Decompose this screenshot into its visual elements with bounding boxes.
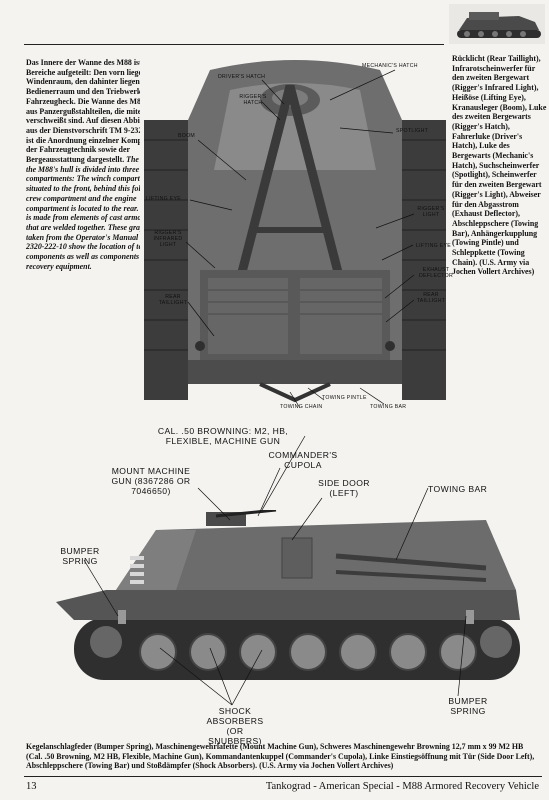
intro-german: Das Innere der Wanne des M88 ist in drei… (26, 58, 174, 165)
label-riggers-hatch: RIGGER'S HATCH (239, 94, 267, 106)
header-rule (24, 44, 444, 45)
label-side-door: SIDE DOOR (LEFT) (318, 478, 370, 498)
label-exhaust-deflector: EXHAUST DEFLECTOR (418, 267, 454, 279)
right-caption-text: Rücklicht (Rear Taillight), Infrarotsche… (452, 54, 547, 267)
label-lifting-eye-left: LIFTING EYE (146, 196, 182, 202)
bottom-caption: Kegelanschlagfeder (Bumper Spring), Masc… (26, 742, 535, 771)
label-towing-chain: TOWING CHAIN (280, 404, 323, 410)
label-cal50-browning: CAL. .50 BROWNING: M2, HB, FLEXIBLE, MAC… (157, 426, 289, 446)
label-towing-pintle: TOWING PINTLE (322, 395, 367, 401)
label-lifting-eye-right: LIFTING EYE (416, 243, 452, 249)
running-title: Tankograd - American Special - M88 Armor… (265, 781, 539, 792)
label-towing-bar-side: TOWING BAR (428, 484, 488, 494)
top-view-photo (140, 50, 450, 408)
footer-rule (24, 776, 542, 777)
label-mount-machine-gun: MOUNT MACHINE GUN (8367286 OR 7046650) (111, 466, 191, 496)
label-boom: BOOM (178, 133, 196, 139)
label-bumper-spring-right: BUMPER SPRING (448, 696, 488, 716)
label-bumper-spring-left: BUMPER SPRING (60, 546, 100, 566)
label-rear-taillight-left: REAR TAILLIGHT (158, 294, 188, 306)
label-towing-bar-top: TOWING BAR (370, 404, 407, 410)
label-spotlight: SPOTLIGHT (396, 128, 429, 134)
label-commanders-cupola: COMMANDER'S CUPOLA (268, 450, 338, 470)
right-caption-credit: (U.S. Army via Jochen Vollert Archives) (452, 257, 535, 277)
side-view-photo (46, 510, 524, 692)
intro-caption: Das Innere der Wanne des M88 ist in drei… (26, 58, 174, 271)
page-number: 13 (26, 781, 37, 792)
label-riggers-light: RIGGER'S LIGHT (417, 206, 445, 218)
label-rear-taillight-right: REAR TAILLIGHT (416, 292, 446, 304)
vehicle-thumbnail (449, 4, 545, 44)
label-drivers-hatch: DRIVER'S HATCH (218, 74, 266, 80)
label-mechanics-hatch: MECHANIC'S HATCH (362, 63, 418, 69)
label-shock-absorbers: SHOCK ABSORBERS (OR SNUBBERS) (206, 706, 264, 746)
label-riggers-infrared-light: RIGGER'S INFRARED LIGHT (153, 230, 183, 248)
right-caption: Rücklicht (Rear Taillight), Infrarotsche… (452, 54, 547, 277)
